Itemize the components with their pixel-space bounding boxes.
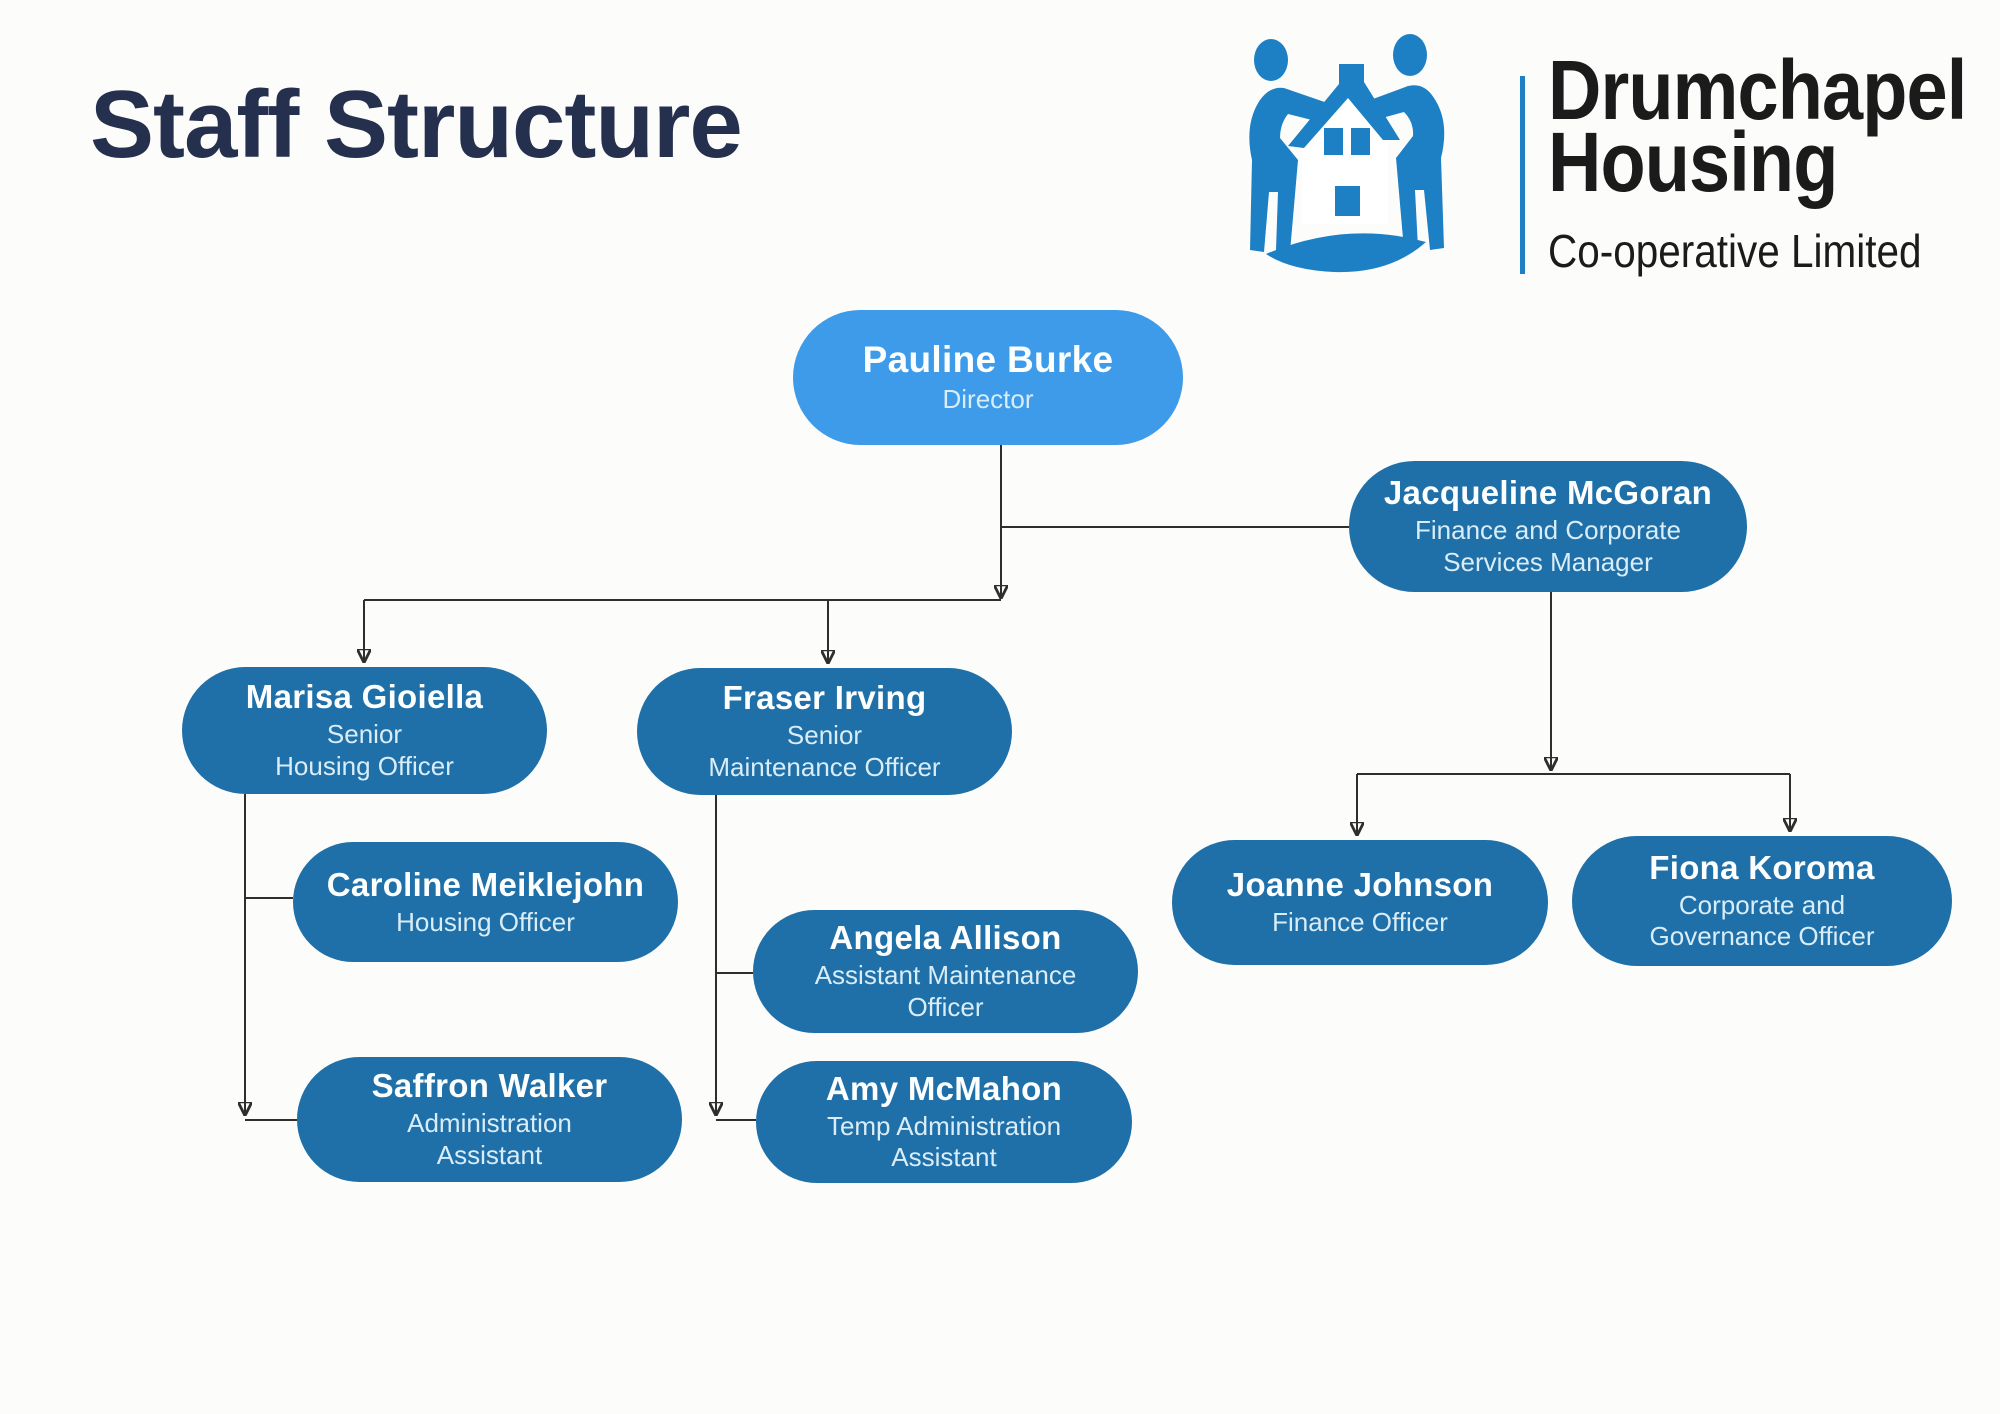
org-node-caroline-meiklejohn: Caroline Meiklejohn Housing Officer	[293, 842, 678, 962]
page-title: Staff Structure	[90, 71, 743, 178]
person-name: Saffron Walker	[371, 1067, 608, 1105]
logo-divider	[1520, 76, 1525, 274]
company-logo: Drumchapel Housing Co-operative Limited	[1238, 28, 1967, 288]
person-role: Finance Officer	[1272, 907, 1448, 938]
org-node-fraser-irving: Fraser Irving Senior Maintenance Officer	[637, 668, 1012, 795]
person-role: Corporate and Governance Officer	[1649, 889, 1875, 952]
person-role: Senior Housing Officer	[275, 719, 454, 781]
org-node-angela-allison: Angela Allison Assistant Maintenance Off…	[753, 910, 1138, 1033]
org-node-joanne-johnson: Joanne Johnson Finance Officer	[1172, 840, 1548, 965]
person-role: Director	[942, 384, 1034, 415]
person-name: Fraser Irving	[722, 679, 927, 717]
org-node-amy-mcmahon: Amy McMahon Temp Administration Assistan…	[756, 1061, 1132, 1183]
people-house-icon	[1249, 34, 1445, 273]
person-role: Senior Maintenance Officer	[708, 720, 941, 782]
person-name: Angela Allison	[829, 919, 1062, 957]
person-name: Fiona Koroma	[1649, 848, 1875, 886]
person-role: Assistant Maintenance Officer	[814, 960, 1077, 1022]
org-node-jacqueline-mcgoran: Jacqueline McGoran Finance and Corporate…	[1349, 461, 1747, 592]
person-role: Administration Assistant	[407, 1108, 572, 1170]
person-name: Jacqueline McGoran	[1383, 474, 1713, 512]
person-name: Marisa Gioiella	[245, 678, 484, 716]
person-name: Pauline Burke	[862, 338, 1114, 380]
logo-org-name-line2: Housing	[1548, 115, 1838, 210]
person-name: Amy McMahon	[825, 1069, 1063, 1107]
logo-text: Drumchapel Housing Co-operative Limited	[1548, 43, 1967, 278]
logo-org-name-line1: Drumchapel	[1548, 43, 1967, 137]
org-node-saffron-walker: Saffron Walker Administration Assistant	[297, 1057, 682, 1182]
person-role: Housing Officer	[396, 906, 575, 937]
person-role: Finance and Corporate Services Manager	[1415, 515, 1681, 577]
person-name: Caroline Meiklejohn	[326, 865, 645, 903]
org-node-pauline-burke: Pauline Burke Director	[793, 310, 1183, 445]
org-node-marisa-gioiella: Marisa Gioiella Senior Housing Officer	[182, 667, 547, 794]
org-node-fiona-koroma: Fiona Koroma Corporate and Governance Of…	[1572, 836, 1952, 966]
logo-tagline: Co-operative Limited	[1548, 225, 1922, 278]
person-role: Temp Administration Assistant	[826, 1110, 1062, 1173]
person-name: Joanne Johnson	[1226, 866, 1494, 904]
